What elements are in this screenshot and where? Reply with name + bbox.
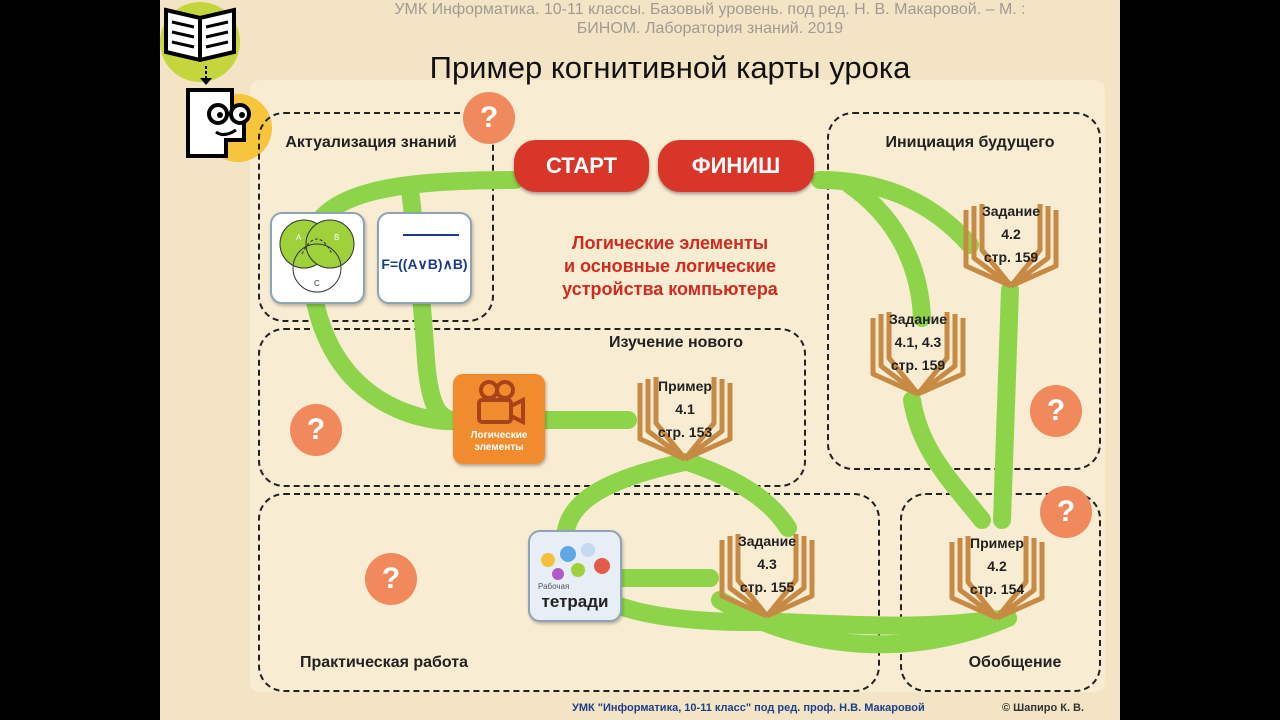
face-icon <box>182 84 274 176</box>
venn-label-b: B <box>334 233 339 242</box>
label-practice: Практическая работа <box>299 654 469 671</box>
question-icon-future[interactable]: ? <box>1030 385 1082 437</box>
lesson-topic: Логические элементы и основные логически… <box>520 232 820 301</box>
book-line-2: 4.1 <box>675 401 695 417</box>
book-line-1: Задание <box>737 533 797 549</box>
video-caption: Логические элементы <box>453 430 545 454</box>
book-line-3: стр. 159 <box>890 357 946 373</box>
page-title: Пример когнитивной карты урока <box>429 50 911 85</box>
book-line-3: стр. 153 <box>657 424 713 440</box>
notebooks-card[interactable]: Рабочая тетради <box>528 530 622 622</box>
question-icon-new[interactable]: ? <box>290 404 342 456</box>
venn-label-c: C <box>314 279 320 288</box>
book-task-4-1-4-3[interactable]: Задание 4.1, 4.3 стр. 159 <box>863 310 973 400</box>
book-line-2: 4.2 <box>987 558 1007 574</box>
book-logo-icon <box>160 0 250 90</box>
open-book-icon <box>870 312 966 397</box>
topic-line-2: и основные логические <box>563 256 777 276</box>
topic-line-3: устройства компьютера <box>562 279 778 299</box>
open-book-icon <box>637 377 733 462</box>
book-example-4-1[interactable]: Пример 4.1 стр. 153 <box>630 375 740 465</box>
area-actualization <box>258 112 494 322</box>
book-label: Задание 4.3 стр. 155 <box>712 530 822 599</box>
video-camera-icon <box>477 380 525 426</box>
book-label: Задание 4.1, 4.3 стр. 159 <box>863 308 973 377</box>
book-line-2: 4.2 <box>1001 226 1021 242</box>
book-task-4-3[interactable]: Задание 4.3 стр. 155 <box>712 532 822 622</box>
video-caption-line-1: Логические <box>470 430 528 441</box>
open-book-icon <box>719 534 815 619</box>
book-line-2: 4.1, 4.3 <box>894 334 942 350</box>
video-caption-line-2: элементы <box>474 442 524 453</box>
label-actualization: Актуализация знаний <box>285 134 457 151</box>
book-line-3: стр. 159 <box>983 249 1039 265</box>
formula-text: F=((A∨B)∧B) <box>381 256 468 272</box>
slide: УМК Информатика. 10-11 классы. Базовый у… <box>160 0 1120 720</box>
label-future: Инициация будущего <box>885 134 1055 151</box>
label-new-material: Изучение нового <box>608 334 744 351</box>
book-line-1: Пример <box>658 378 712 394</box>
book-task-4-2[interactable]: Задание 4.2 стр. 159 <box>956 202 1066 292</box>
question-icon-top[interactable]: ? <box>463 92 515 144</box>
venn-label-a: A <box>296 233 302 242</box>
question-icon-summary[interactable]: ? <box>1040 486 1092 538</box>
open-book-icon <box>963 204 1059 289</box>
video-card[interactable]: Логические элементы <box>453 374 545 464</box>
book-line-2: 4.3 <box>757 556 777 572</box>
book-line-1: Пример <box>970 535 1024 551</box>
arrow-down-icon <box>198 66 214 86</box>
topic-line-1: Логические элементы <box>571 233 769 253</box>
book-line-1: Задание <box>888 311 948 327</box>
formula-bar <box>403 234 459 236</box>
question-icon-practice[interactable]: ? <box>365 553 417 605</box>
book-example-4-2[interactable]: Пример 4.2 стр. 154 <box>942 534 1052 624</box>
header-line-1: УМК Информатика. 10-11 классы. Базовый у… <box>394 1 1026 18</box>
header: УМК Информатика. 10-11 классы. Базовый у… <box>300 0 1120 38</box>
area-practice <box>258 493 880 692</box>
start-button[interactable]: СТАРТ <box>514 140 649 192</box>
book-label: Пример 4.1 стр. 153 <box>630 375 740 444</box>
open-book-icon <box>949 536 1045 621</box>
label-summary: Обобщение <box>968 654 1062 671</box>
notebooks-small-label: Рабочая <box>538 582 570 591</box>
header-line-2: БИНОМ. Лаборатория знаний. 2019 <box>576 20 844 37</box>
footer-credits: УМК "Информатика, 10-11 класс" под ред. … <box>572 702 925 714</box>
notebooks-label: тетради <box>541 592 609 611</box>
formula-card[interactable]: F=((A∨B)∧B) <box>377 212 472 304</box>
finish-button[interactable]: ФИНИШ <box>658 140 814 192</box>
footer-author: © Шапиро К. В. <box>1002 702 1085 714</box>
book-line-1: Задание <box>981 203 1041 219</box>
book-label: Пример 4.2 стр. 154 <box>942 532 1052 601</box>
notebooks-icon <box>541 543 610 580</box>
book-label: Задание 4.2 стр. 159 <box>956 200 1066 269</box>
venn-diagram-icon: A B C <box>279 219 355 293</box>
area-new-material <box>258 328 806 487</box>
area-future <box>827 112 1101 470</box>
book-line-3: стр. 155 <box>739 579 795 595</box>
venn-diagram-card[interactable]: A B C <box>270 212 365 304</box>
book-line-3: стр. 154 <box>969 581 1025 597</box>
